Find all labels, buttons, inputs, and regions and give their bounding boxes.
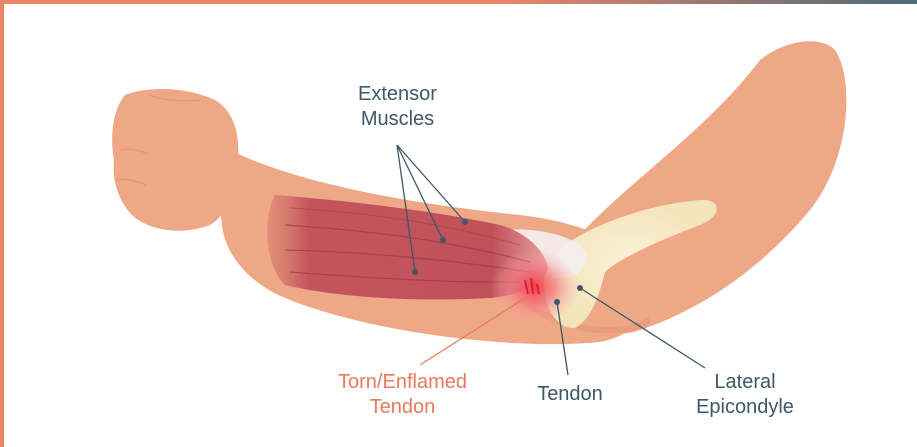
inflammation-area <box>490 249 580 325</box>
torn-tendon-label: Torn/Enflamed Tendon <box>320 370 485 420</box>
tendon-label: Tendon <box>520 382 620 407</box>
extensor-muscles-label: Extensor Muscles <box>330 82 465 132</box>
lateral-epicondyle-label: Lateral Epicondyle <box>675 370 815 420</box>
fist-shape <box>112 89 238 231</box>
